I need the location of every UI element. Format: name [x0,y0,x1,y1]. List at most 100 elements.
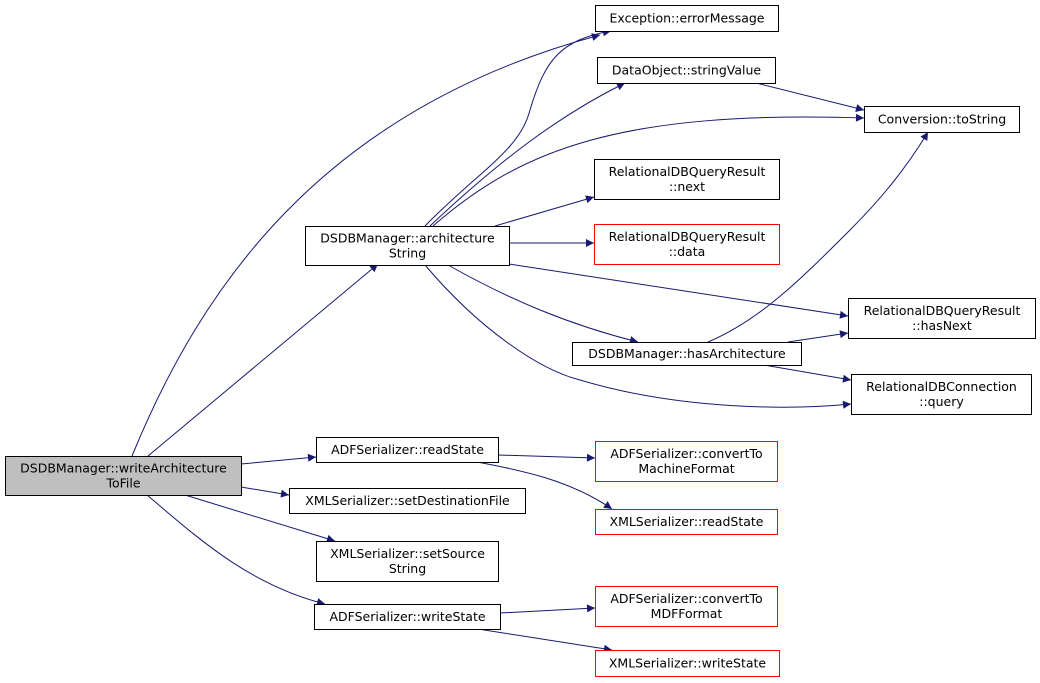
node-dos[interactable]: DataObject::stringValue [597,57,776,84]
node-label-line: DSDBManager::architecture [320,231,495,246]
node-xmlread[interactable]: XMLSerializer::readState [595,509,778,535]
node-adfread[interactable]: ADFSerializer::readState [316,437,499,463]
node-box [595,586,778,627]
node-label-line: RelationalDBQueryResult [609,229,766,244]
node-xmldest[interactable]: XMLSerializer::setDestinationFile [289,488,526,514]
node-label-line: Exception::errorMessage [610,11,765,26]
edge-root-to-arch [147,263,379,457]
edge-line [476,461,613,510]
node-label-line: XMLSerializer::setSource [330,546,485,561]
node-rhas[interactable]: RelationalDBQueryResult::hasNext [848,298,1036,339]
edge-line [499,604,596,614]
edge-root-to-adfread [240,453,317,465]
node-label-line: ADFSerializer::convertTo [610,591,762,606]
edge-line [131,33,601,457]
edge-line [751,81,865,112]
edge-line [477,628,613,653]
edge-line [146,494,326,606]
node-box [305,226,510,266]
node-label-line: ::hasNext [912,318,972,333]
edge-arch-to-hasarch [447,264,639,344]
edge-root-to-exc [131,33,601,457]
edge-adfread-to-xmlread [476,461,613,510]
edge-line [429,82,626,227]
edge-line [147,263,379,457]
node-adfwrite[interactable]: ADFSerializer::writeState [314,604,501,630]
node-box [595,5,779,32]
node-box [597,57,776,84]
node-box [314,604,501,630]
edge-arch-to-dos [429,82,626,227]
edge-arch-to-rhas [508,263,849,319]
node-box [289,488,526,514]
node-label-line: XMLSerializer::writeState [609,656,767,671]
edge-line [787,330,849,343]
node-label-line: DataObject::stringValue [612,63,761,78]
node-exc[interactable]: Exception::errorMessage [595,5,779,32]
edge-line [447,264,639,344]
node-box [594,159,780,200]
node-label-line: ::data [669,244,706,259]
node-hasarch[interactable]: DSDBManager::hasArchitecture [572,342,802,366]
node-box [851,374,1032,415]
edge-adfwrite-to-xmlwrite [477,628,613,653]
node-label-line: DSDBManager::hasArchitecture [588,346,786,361]
edge-line [424,28,612,227]
edge-line [763,364,852,383]
node-rdata[interactable]: RelationalDBQueryResult::data [594,224,780,265]
node-label-line: ::query [919,394,964,409]
edge-line [184,494,336,543]
node-label-line: DSDBManager::writeArchitecture [20,461,227,476]
node-label-line: String [389,561,426,576]
node-label-line: MDFFormat [651,606,723,621]
node-label-line: ::next [669,179,705,194]
node-label-line: XMLSerializer::setDestinationFile [305,493,510,508]
node-box [594,224,780,265]
edge-adfwrite-to-adfconvmdf [499,604,596,614]
edge-arch-to-exc [424,28,612,227]
edge-hasarch-to-query [763,364,852,383]
edge-line [497,453,596,462]
node-label-line: RelationalDBQueryResult [609,164,766,179]
node-conv[interactable]: Conversion::toString [864,106,1020,133]
node-label-line: ADFSerializer::convertTo [610,446,762,461]
node-box [572,342,802,366]
node-box [595,509,778,535]
node-box [5,456,242,496]
node-label-line: RelationalDBConnection [866,379,1017,394]
edge-root-to-xmlsrc [184,494,336,543]
node-box [316,541,499,582]
edge-line [432,113,865,227]
node-label-line: XMLSerializer::readState [610,514,764,529]
edges-layer [131,28,929,653]
edge-dos-to-conv [751,81,865,112]
edge-root-to-xmldest [240,486,290,498]
node-label-line: ToFile [105,476,140,491]
node-box [595,441,778,482]
edge-arch-to-query [424,264,852,409]
edge-arch-to-conv [432,113,865,227]
edge-line [424,264,852,409]
edge-hasarch-to-rhas [787,330,849,343]
node-label-line: Conversion::toString [878,112,1006,127]
node-label-line: String [389,246,426,261]
edge-arch-to-rnext [494,195,595,227]
node-label-line: MachineFormat [638,461,734,476]
node-label-line: ADFSerializer::readState [331,442,484,457]
edge-line [508,263,849,319]
node-box [864,106,1020,133]
node-rnext[interactable]: RelationalDBQueryResult::next [594,159,780,200]
node-xmlwrite[interactable]: XMLSerializer::writeState [595,650,780,677]
node-query[interactable]: RelationalDBConnection::query [851,374,1032,415]
node-label-line: RelationalDBQueryResult [864,303,1021,318]
edge-line [240,486,290,498]
edge-root-to-adfwrite [146,494,326,606]
node-box [595,650,780,677]
